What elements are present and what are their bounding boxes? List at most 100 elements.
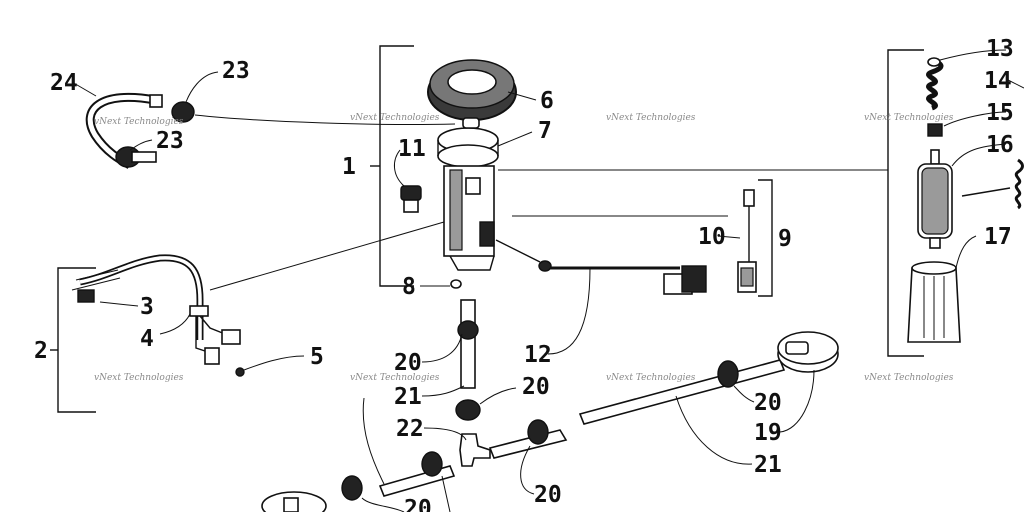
leader-20c (520, 445, 535, 495)
watermark: vNext Technologies (94, 117, 184, 127)
callout-10: 10 (698, 224, 726, 250)
leader-3 (99, 301, 139, 307)
bracket-9 (758, 179, 773, 297)
pump-filter-17-ribs (923, 276, 945, 340)
watermark: vNext Technologies (606, 113, 696, 123)
module-connector (465, 177, 481, 195)
sender-clip-10 (743, 189, 755, 207)
watermark: vNext Technologies (94, 373, 184, 383)
watermark: vNext Technologies (350, 373, 440, 383)
watermark: vNext Technologies (864, 373, 954, 383)
watermark: vNext Technologies (350, 113, 440, 123)
callout-2: 2 (34, 338, 48, 364)
leader-19 (779, 369, 815, 433)
clamp-20-a (457, 320, 479, 340)
callout-17: 17 (984, 224, 1012, 250)
screw-5 (235, 367, 245, 377)
bracket-pump (887, 49, 924, 357)
hose-13-top (927, 57, 941, 67)
callout-21a: 21 (394, 384, 422, 410)
watermark: vNext Technologies (606, 373, 696, 383)
callout-4: 4 (140, 326, 154, 352)
leader-10 (717, 235, 741, 239)
callout-16: 16 (986, 132, 1014, 158)
bracket-2 (57, 267, 96, 413)
lock-ring-6-hole (447, 69, 497, 95)
leader-21c (362, 397, 385, 485)
leader-7 (497, 131, 533, 147)
clamp-15 (927, 123, 943, 137)
clamp-20-e (421, 451, 443, 477)
watermark: vNext Technologies (864, 113, 954, 123)
harness-branch-a (199, 315, 226, 335)
hose-24-end (149, 94, 163, 108)
clamp-20-c (527, 419, 549, 445)
module-pump-tube (449, 169, 463, 251)
sender-wire-a (495, 239, 541, 263)
callout-3: 3 (140, 294, 154, 320)
module-sender (479, 221, 495, 247)
callout-7: 7 (538, 118, 552, 144)
leader-20d (733, 385, 755, 403)
connector-harness-a (221, 329, 241, 345)
leader-20b (479, 387, 517, 405)
callout-19: 19 (754, 420, 782, 446)
callout-6: 6 (540, 88, 554, 114)
leader-12 (547, 267, 591, 355)
pump-inlet-16 (929, 237, 941, 249)
callout-5: 5 (310, 344, 324, 370)
clamp-20-b (455, 399, 481, 421)
leader-22 (423, 427, 467, 441)
callout-22: 22 (396, 416, 424, 442)
hose-13 (926, 57, 944, 111)
sender-grommet (538, 260, 552, 272)
module-bottom (449, 255, 495, 271)
harness-2-inner (79, 256, 202, 340)
leader-14-top (1007, 79, 1024, 89)
connector-12-b (681, 265, 707, 293)
leader-15 (943, 111, 1007, 127)
callout-24: 24 (50, 70, 78, 96)
leader-14 (961, 187, 1011, 197)
callout-20b: 20 (522, 374, 550, 400)
pump-outlet-16 (930, 149, 940, 165)
leader-13 (939, 49, 1007, 61)
leader-21b (675, 395, 753, 465)
hose-line-to-module (194, 114, 456, 126)
fitting-11-base (403, 199, 419, 213)
leader-20e (441, 475, 451, 512)
harness-branch-b (195, 316, 209, 353)
callout-21b: 21 (754, 452, 782, 478)
pickup-lower-nipple (283, 497, 299, 512)
tube-21-upper (460, 299, 476, 389)
leader-23a (185, 71, 219, 103)
callout-20d: 20 (754, 390, 782, 416)
leader-24 (71, 81, 97, 97)
callout-23a: 23 (222, 58, 250, 84)
callout-13: 13 (986, 36, 1014, 62)
callout-9: 9 (778, 226, 792, 252)
callout-20c: 20 (534, 482, 562, 508)
leader-4 (159, 313, 191, 335)
float-10-core (740, 267, 754, 287)
module-cap-7-lower (437, 144, 499, 168)
leader-17 (955, 235, 977, 269)
leader-16 (951, 143, 1007, 167)
callout-12: 12 (524, 342, 552, 368)
leader-20a (421, 333, 463, 363)
callout-23b: 23 (156, 128, 184, 154)
clamp-23-upper (171, 101, 195, 123)
oring-8 (450, 279, 462, 289)
callout-14: 14 (984, 68, 1012, 94)
clamp-20-d (717, 360, 739, 388)
harness-leads (71, 269, 121, 291)
pump-filter-17-top (911, 261, 957, 275)
pickup-19-nipple (785, 341, 809, 355)
connector-harness-b (204, 347, 220, 365)
callout-20a: 20 (394, 350, 422, 376)
bracket-1 (379, 45, 414, 287)
clamp-20-f (341, 475, 363, 501)
tee-22 (459, 433, 491, 467)
leader-11 (394, 149, 405, 187)
